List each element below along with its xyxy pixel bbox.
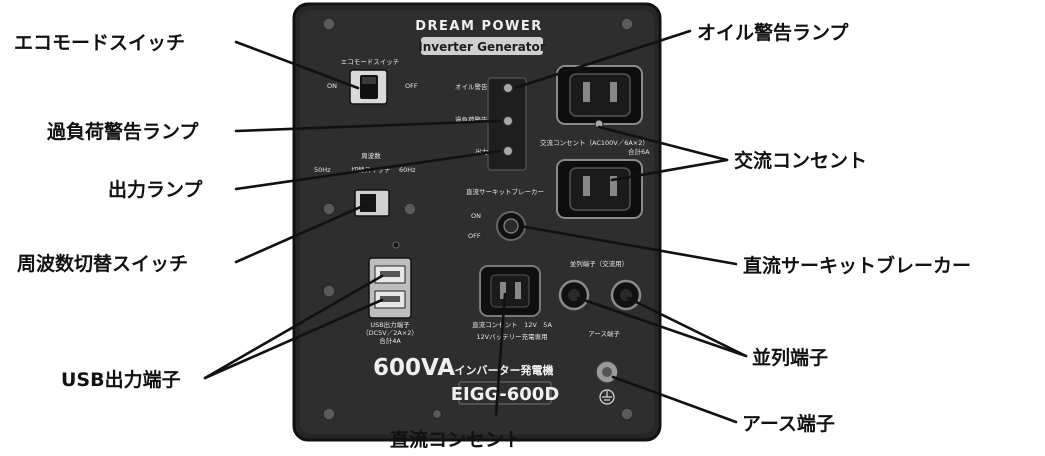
earth-terminal-label: アース端子 bbox=[588, 329, 620, 338]
callout-usb-port: USB出力端子 bbox=[61, 368, 181, 391]
callout-eco-mode-switch: エコモードスイッチ bbox=[14, 32, 185, 54]
breaker-on-label: ON bbox=[471, 212, 481, 220]
capacity-rating: 600VA bbox=[373, 355, 455, 381]
callout-output-lamp: 出力ランプ bbox=[108, 178, 203, 201]
callout-ac-outlet: 交流コンセント bbox=[734, 149, 867, 172]
model-number-plate: EIGG-600D bbox=[451, 381, 560, 405]
parallel-terminal-right[interactable] bbox=[610, 279, 642, 311]
dc-outlet-label-1: 直流コンセント 12V 5A bbox=[472, 320, 552, 329]
callout-frequency-switch: 周波数切替スイッチ bbox=[17, 252, 188, 275]
ac-outlet-top[interactable] bbox=[556, 65, 643, 129]
usb-label-3: 合計4A bbox=[379, 336, 401, 345]
freq-50hz-label: 50Hz bbox=[314, 166, 331, 174]
ac-outlet-total: 合計6A bbox=[628, 147, 650, 156]
output-lamp bbox=[503, 146, 513, 156]
brand-logo: DREAM POWER bbox=[415, 19, 543, 34]
callout-dc-breaker: 直流サーキットブレーカー bbox=[743, 254, 971, 277]
breaker-off-label: OFF bbox=[468, 232, 481, 240]
eco-off-label: OFF bbox=[405, 82, 418, 90]
usb-output-port[interactable] bbox=[368, 257, 412, 319]
callout-overload-lamp: 過負荷警告ランプ bbox=[47, 120, 199, 143]
overload-lamp-label: 過負荷警告 bbox=[455, 115, 488, 124]
model-banner: Inverter Generator bbox=[418, 37, 546, 55]
usb-indicator bbox=[392, 241, 400, 249]
oil-warning-lamp bbox=[503, 83, 513, 93]
eco-switch-label: エコモードスイッチ bbox=[341, 58, 400, 66]
dc-outlet[interactable] bbox=[479, 265, 541, 317]
parallel-terminal-left[interactable] bbox=[558, 279, 590, 311]
frequency-switch[interactable] bbox=[354, 189, 390, 217]
freq-switch-title: 周波数 bbox=[361, 151, 381, 160]
freq-60hz-label: 60Hz bbox=[399, 166, 416, 174]
earth-terminal[interactable] bbox=[595, 360, 619, 384]
dc-circuit-breaker[interactable] bbox=[496, 211, 526, 241]
usb-label-1: USB出力端子 bbox=[370, 320, 410, 329]
dc-outlet-label-2: 12Vバッテリー充電専用 bbox=[476, 332, 547, 341]
ac-outlet-bottom[interactable] bbox=[556, 159, 643, 219]
svg-text:Inverter Generator: Inverter Generator bbox=[418, 40, 546, 54]
callout-dc-outlet: 直流コンセント bbox=[390, 428, 523, 451]
callout-parallel-terminal: 並列端子 bbox=[752, 346, 828, 369]
callout-oil-lamp: オイル警告ランプ bbox=[697, 21, 849, 44]
leader-lines bbox=[203, 29, 748, 424]
oil-lamp-label: オイル警告 bbox=[455, 82, 488, 91]
callout-earth-terminal: アース端子 bbox=[742, 412, 835, 435]
usb-label-2: （DC5V／2A×2） bbox=[362, 329, 418, 337]
ac-outlet-label: 交流コンセント（AC100V／6A×2） bbox=[540, 138, 649, 147]
eco-on-label: ON bbox=[327, 82, 337, 90]
svg-text:EIGG-600D: EIGG-600D bbox=[451, 384, 560, 405]
product-type-label: インバーター発電機 bbox=[455, 363, 554, 377]
parallel-terminal-label: 並列端子（交流用） bbox=[570, 259, 629, 268]
earth-ground-symbol-icon bbox=[599, 389, 615, 405]
breaker-label: 直流サーキットブレーカー bbox=[466, 187, 544, 196]
output-lamp-label: 出力 bbox=[475, 147, 488, 156]
overload-warning-lamp bbox=[503, 116, 513, 126]
eco-mode-switch[interactable] bbox=[349, 69, 388, 105]
